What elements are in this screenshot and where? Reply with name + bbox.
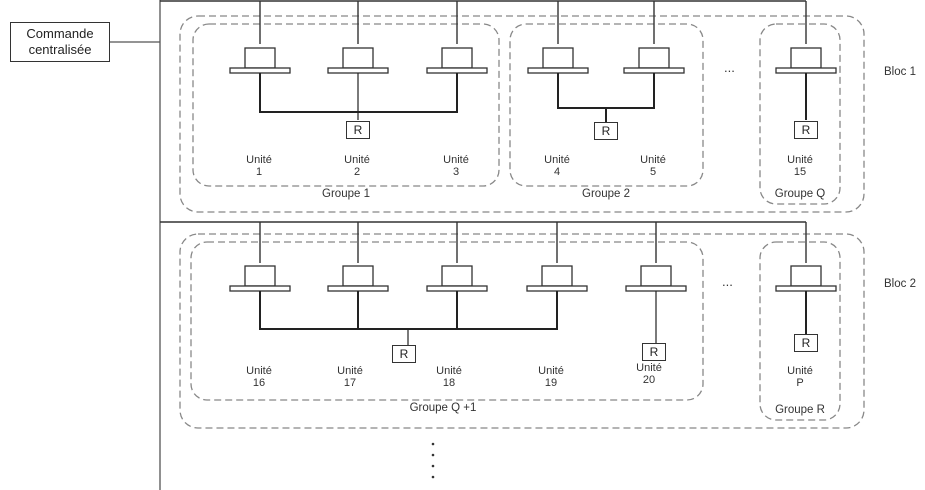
wiring-group-q1 [259,291,558,330]
remote-group-r: R [794,334,818,352]
remote-group-q1: R [392,345,416,363]
group-label-1: Groupe 1 [322,188,370,200]
unit-icon-5 [623,47,685,74]
unit-icon-16 [229,265,291,292]
group-q1-outline [190,241,704,401]
unit-icon-1 [229,47,291,74]
central-control-line2: centralisée [28,42,92,57]
group-r-outline [759,241,841,421]
group-label-q: Groupe Q [774,188,826,200]
bloc-1-outline [179,15,865,213]
group-2-outline [509,23,704,187]
group-1-outline [192,23,500,187]
unit-icon-18 [426,265,488,292]
unit-icon-P [775,265,837,292]
unit-icon-17 [327,265,389,292]
block-label-2: Bloc 2 [884,278,916,290]
ellipsis-bloc-1: ... [724,60,735,75]
remote-group-2: R [594,122,618,140]
group-label-2: Groupe 2 [582,188,630,200]
bloc-2-outline [179,233,865,429]
unit-icon-15 [775,47,837,74]
block-label-1: Bloc 1 [884,66,916,78]
unit-icon-19 [526,265,588,292]
wiring-group-2 [557,73,655,109]
remote-group-1: R [346,121,370,139]
ellipsis-bloc-2: ... [722,274,733,289]
unit-icon-4 [527,47,589,74]
unit-icon-2 [327,47,389,74]
continuation-dot [431,442,435,446]
remote-group-q: R [794,121,818,139]
group-label-q1: Groupe Q +1 [409,402,477,414]
unit-icon-20 [625,265,687,292]
remote-unit-20: R [642,343,666,361]
central-control-box: Commande centralisée [10,22,110,62]
central-control-line1: Commande [26,26,94,41]
unit-icon-3 [426,47,488,74]
group-label-r: Groupe R [775,404,825,416]
group-q-outline [759,23,841,205]
